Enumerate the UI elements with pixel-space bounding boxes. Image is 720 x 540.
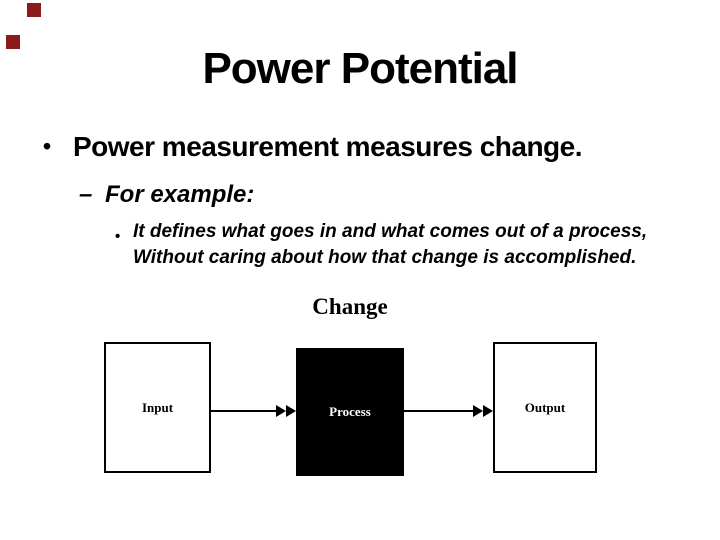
arrowhead-icon xyxy=(473,405,483,417)
arrow-input-to-process xyxy=(211,410,278,412)
arrowhead-icon xyxy=(286,405,296,417)
arrowhead-icon xyxy=(483,405,493,417)
arrowhead-icon xyxy=(276,405,286,417)
diagram-node-input-label: Input xyxy=(141,399,174,415)
bullet-marker-level2: – xyxy=(79,181,93,208)
arrow-process-to-output xyxy=(404,410,476,412)
diagram-caption-change: Change xyxy=(312,294,388,319)
diagram-node-output-label: Output xyxy=(524,399,566,415)
slide-title: Power Potential xyxy=(202,44,518,93)
accent-square-left xyxy=(6,35,20,49)
bullet-text-level3-line2: Without caring about how that change is … xyxy=(133,247,637,268)
bullet-text-level3: It defines what goes in and what comes o… xyxy=(133,219,693,271)
bullet-marker-level3: • xyxy=(115,228,121,245)
diagram-node-output: Output xyxy=(493,342,597,473)
accent-square-top xyxy=(27,3,41,17)
bullet-text-level1: Power measurement measures change. xyxy=(73,131,583,162)
diagram-node-process: Process xyxy=(296,348,404,476)
diagram-node-input: Input xyxy=(104,342,211,473)
bullet-marker-level1: • xyxy=(43,133,52,159)
bullet-text-level3-line1: It defines what goes in and what comes o… xyxy=(133,221,648,242)
bullet-text-level2: For example: xyxy=(105,181,255,208)
diagram-node-process-label: Process xyxy=(329,404,371,419)
